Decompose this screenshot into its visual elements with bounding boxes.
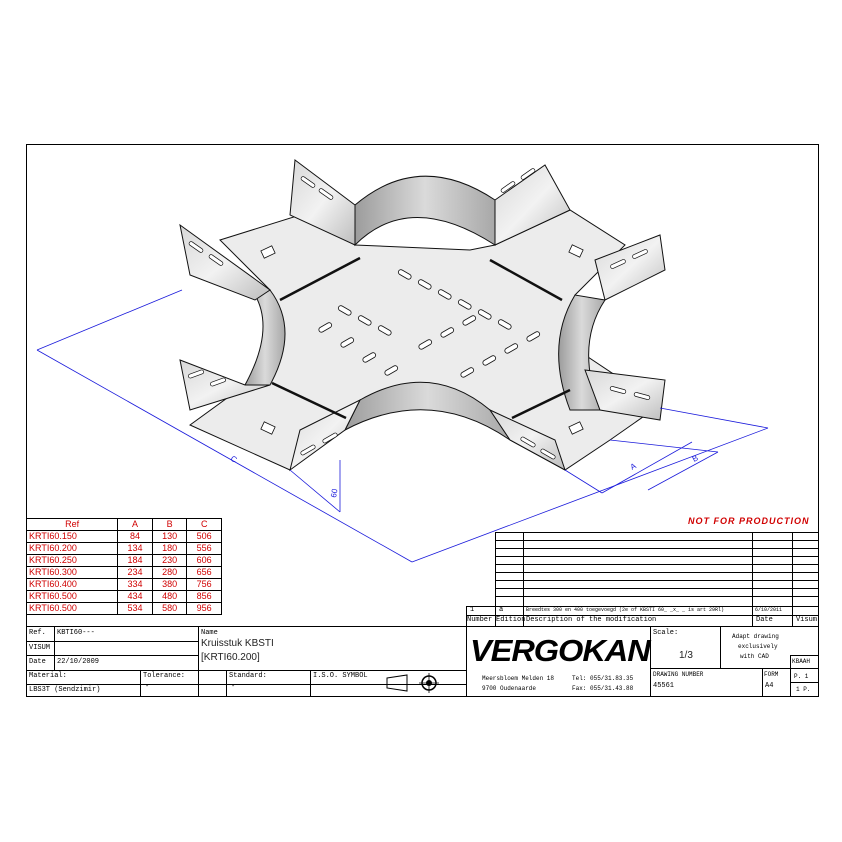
col-date-label: Date [756,616,773,624]
ref-header-c: C [186,518,222,531]
dimension-extension [411,427,769,563]
iso-projection-icon [386,673,439,693]
revision-number: 1 [470,606,475,614]
revision-description: Breedtes 300 en 400 toegevoegd (2e of KB… [526,607,725,613]
vergokan-logo: VERGOKAN [470,633,651,668]
standard-label: Standard: [229,672,267,680]
form-label: FORM [764,671,779,678]
dim-label-a: A [629,461,639,472]
dimension-line-b [647,451,719,491]
divider-bars [271,256,571,420]
cad-note-1: Adapt drawing [732,633,779,640]
col-number-label: Number [467,616,493,624]
ref-header-ref: Ref [25,518,119,531]
dimension-line-a [601,441,693,494]
revision-edition: a [499,606,504,614]
floor-slots [318,269,541,378]
ref-label: Ref. [29,629,46,637]
drawing-sheet-border [26,144,819,697]
cad-note-2: exclusively [738,643,778,650]
not-for-production-notice: NOT FOR PRODUCTION [688,516,810,526]
ref-value: KBTI60--- [57,629,95,637]
part-name: Kruisstuk KBSTI [201,638,274,649]
drawing-number: 45561 [653,682,675,690]
total-pages: 1 P. [796,686,811,693]
wall-slots [188,168,651,460]
standard-value: - [231,683,236,691]
company-fax: Fax: 055/31.43.88 [572,685,634,692]
square-holes [260,244,584,435]
ref-header-b: B [151,518,188,531]
material-label: Material: [29,672,67,680]
company-address-2: 9700 Oudenaarde [482,685,537,692]
drawing-number-label: DRAWING NUMBER [653,671,704,678]
company-address-1: Meersbloem Melden 18 [482,675,555,682]
material-value: LBS3T (Sendzimir) [29,686,101,694]
col-edition-label: Edition [496,616,526,624]
tolerance-label: Tolerance: [143,672,186,680]
visum-label: VISUM [29,644,51,652]
ref-header-a: A [117,518,153,531]
col-visum-label: Visum [796,616,818,624]
dim-label-b: B [691,453,700,463]
dim-label-h: 60 [329,487,340,498]
scale-value: 1/3 [679,650,693,661]
ref-table-header: Ref A B C [25,518,222,531]
cross-floor [189,209,661,471]
iso-symbol-label: I.S.O. SYMBOL [313,672,368,680]
scale-label: Scale: [653,629,679,637]
part-code: [KRTI60.200] [201,652,260,663]
col-description-label: Description of the modification [526,616,657,624]
cad-note-3: with CAD [740,653,769,660]
company-tel: Tel: 055/31.83.35 [572,675,634,682]
page-number: P. 1 [794,673,809,680]
date-value: 22/10/2009 [57,658,100,666]
dim-label-c: C [229,454,239,465]
name-label: Name [201,629,218,637]
code-value: KBAAH [792,658,811,665]
tolerance-value: - [145,683,150,691]
revision-date: 6/10/2011 [755,607,783,613]
form-value: A4 [765,682,774,690]
dimension-line-c [36,349,413,563]
dimension-lines [36,289,769,563]
date-label: Date [29,658,46,666]
